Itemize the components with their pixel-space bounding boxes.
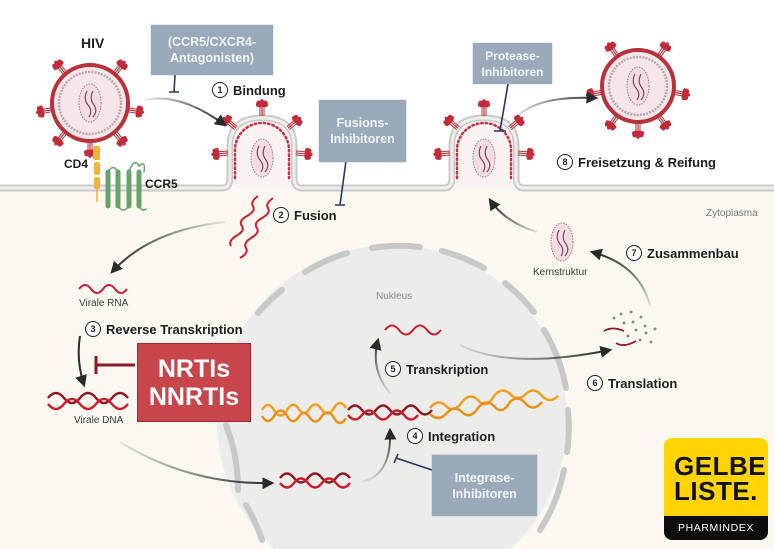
step-label: Bindung	[233, 82, 286, 98]
cd4-receptor	[93, 146, 100, 202]
budding-virion	[432, 98, 536, 180]
gelbe-liste-logo: GELBE LISTE. PHARMINDEX	[664, 438, 768, 540]
step-number: 3	[85, 321, 101, 337]
viral-rna-label: Virale RNA	[79, 298, 129, 309]
viral-mrna	[384, 324, 442, 336]
drug-box-line: Inhibitoren	[330, 132, 395, 146]
nucleus-label: Nukleus	[376, 291, 413, 302]
integrated-viral-dna	[347, 404, 433, 421]
drug-box-line: Fusions-	[336, 116, 389, 130]
step-label: Reverse Transkription	[106, 321, 243, 337]
inhibitor-line-integrase	[393, 453, 433, 471]
step-4-integration: 4 Integration	[407, 428, 495, 444]
step-6-translation: 6 Translation	[587, 375, 677, 391]
nuclear-viral-dna	[279, 472, 351, 489]
ccr5-label: CCR5	[145, 177, 178, 191]
inhibitor-line-fusion	[335, 160, 347, 206]
drug-box-line: NNRTIs	[148, 382, 240, 411]
drug-box-integrase-inhibitors: Integrase- Inhibitoren	[432, 455, 537, 516]
viral-dna-label: Virale DNA	[74, 415, 124, 426]
step-7-assembly: 7 Zusammenbau	[626, 245, 739, 261]
step-number: 6	[587, 375, 603, 391]
step-2-fusion: 2 Fusion	[273, 207, 337, 223]
inhibitor-line-antagonists	[169, 74, 179, 93]
arrow-to-nucleus	[119, 441, 275, 490]
drug-box-nrtis-nnrtis: NRTIs NNRTIs	[137, 343, 251, 422]
ccr5-receptor	[105, 161, 147, 211]
arrow-translation	[459, 344, 613, 360]
binding-virion	[210, 98, 314, 180]
drug-box-line: Protease-	[485, 48, 540, 63]
step-5-transcription: 5 Transkription	[385, 361, 488, 377]
step-1-binding: 1 Bindung	[212, 82, 286, 98]
inhibitor-line-protease	[494, 83, 509, 132]
arrow-release	[511, 91, 599, 124]
fusion-rna	[229, 195, 274, 259]
step-label: Fusion	[294, 207, 337, 223]
step-number: 1	[212, 82, 228, 98]
drug-box-ccr5-cxcr4-antagonists: (CCR5/CXCR4- Antagonisten)	[151, 25, 273, 75]
drug-box-line: Antagonisten)	[169, 51, 255, 65]
logo-line-2: LISTE.	[674, 476, 758, 506]
core-structure-label: Kernstruktur	[533, 267, 588, 278]
arrow-binding	[144, 97, 227, 127]
arrow-assembly	[589, 248, 651, 307]
drug-box-protease-inhibitors: Protease- Inhibitoren	[473, 43, 552, 84]
step-label: Zusammenbau	[647, 245, 739, 261]
arrow-fusion	[110, 221, 226, 274]
arrow-integration	[361, 427, 397, 483]
step-label: Translation	[608, 375, 678, 391]
step-number: 7	[626, 245, 642, 261]
host-dna	[260, 389, 559, 425]
process-arrows	[75, 91, 651, 490]
inhibitor-line-rt	[94, 356, 135, 374]
cd4-label: CD4	[64, 157, 89, 171]
inhibitor-lines	[169, 74, 509, 471]
logo-line-1: GELBE	[674, 451, 767, 481]
drug-box-line: Inhibitoren	[452, 486, 517, 501]
viral-dna-helix	[47, 391, 129, 411]
step-number: 4	[407, 428, 423, 444]
step-label: Freisetzung & Reifung	[578, 154, 716, 170]
core-structure	[550, 222, 574, 262]
step-8-release-maturation: 8 Freisetzung & Reifung	[557, 154, 716, 170]
step-label: Transkription	[406, 361, 489, 377]
cytoplasm-label: Zytoplasma	[706, 208, 758, 219]
mature-virion	[584, 38, 692, 140]
step-number: 5	[385, 361, 401, 377]
translation-products	[603, 310, 657, 346]
hiv-label: HIV	[81, 35, 105, 51]
step-number: 8	[557, 154, 573, 170]
logo-subtitle: PHARMINDEX	[664, 516, 768, 540]
step-3-reverse-transcription: 3 Reverse Transkription	[85, 321, 243, 337]
drug-box-line: Integrase-	[454, 470, 515, 485]
drug-box-line: NRTIs	[157, 354, 231, 383]
drug-box-line: Inhibitoren	[481, 64, 544, 79]
arrow-reverse-transcription	[75, 335, 87, 388]
drug-box-fusion-inhibitors: Fusions- Inhibitoren	[319, 100, 406, 162]
step-label: Integration	[428, 428, 496, 444]
step-number: 2	[273, 207, 289, 223]
hiv-virion	[34, 56, 146, 159]
viral-rna-strand	[78, 284, 128, 294]
arrow-budding	[488, 198, 538, 233]
drug-box-line: (CCR5/CXCR4-	[167, 35, 257, 49]
arrow-transcription	[369, 337, 391, 394]
